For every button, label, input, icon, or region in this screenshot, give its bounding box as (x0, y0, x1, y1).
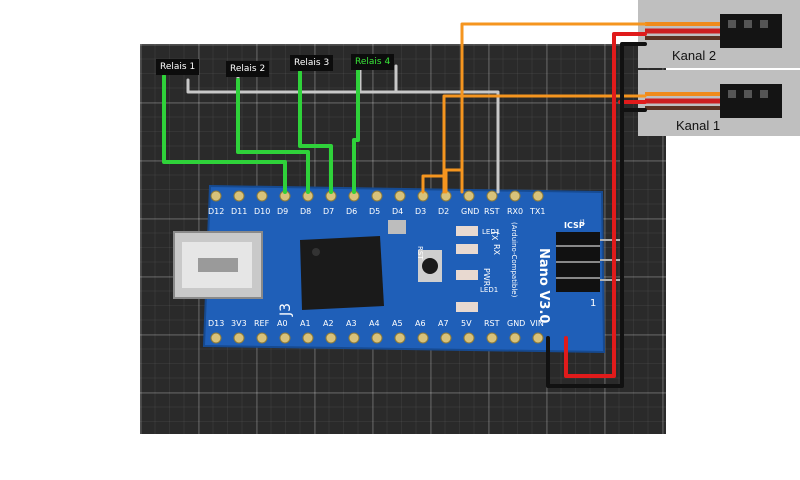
wire-relay-4-signal (352, 68, 360, 194)
pin-a7-bottom (440, 332, 452, 344)
relay-1-text: Relais 1 (160, 62, 196, 72)
pin-label-a1-bottom: A1 (300, 319, 311, 328)
channel-1-label: Kanal 1 (676, 118, 721, 133)
pin-d10 (256, 190, 268, 202)
pin-label-d4: D4 (392, 207, 403, 216)
pin-tx1 (532, 190, 544, 202)
bottom-pin-row: D13 3V3 REF A0 A1 A2 A3 A4 A5 A6 A7 5V RST GND VIN (208, 319, 544, 344)
pin-label-a2-bottom: A2 (323, 319, 334, 328)
pin-d11 (233, 190, 245, 202)
pin-label-d9: D9 (277, 207, 288, 216)
pin-label-d13-bottom: D13 (208, 319, 224, 328)
pin-gnd (463, 190, 475, 202)
relay-4-text: Relais 4 (355, 57, 391, 67)
status-leds (456, 226, 478, 312)
wire-channel-2-signal (460, 22, 647, 194)
j1-label: J1 (579, 219, 586, 226)
pin-label-gnd: GND (461, 207, 479, 216)
pin-d4 (394, 190, 406, 202)
pin-label-a7-bottom: A7 (438, 319, 449, 328)
pin-label-a3-bottom: A3 (346, 319, 357, 328)
relay-3-text: Relais 3 (294, 58, 330, 68)
relay-label-3: Relais 3 (290, 55, 334, 71)
wire-ground-return (546, 42, 647, 388)
pin-label-d12: D12 (208, 207, 224, 216)
pin-a4-bottom (371, 332, 383, 344)
pin-a0-bottom (279, 332, 291, 344)
pin-label-d11: D11 (231, 207, 247, 216)
led-label-pwr: PWR (482, 268, 491, 287)
pin-label-d10: D10 (254, 207, 270, 216)
icsp-label: ICSP (564, 221, 585, 230)
pin-label-tx1: TX1 (529, 207, 545, 216)
pin-label-ref-bottom: REF (254, 319, 270, 328)
pin-gnd-bottom (509, 332, 521, 344)
pin-label-a6-bottom: A6 (415, 319, 426, 328)
wire-relay-3-signal (298, 70, 333, 194)
pin-label-a5-bottom: A5 (392, 319, 403, 328)
wire-channel-1-signal (442, 94, 647, 194)
pin-a2-bottom (325, 332, 337, 344)
pin-label-d3: D3 (415, 207, 426, 216)
pin-a3-bottom (348, 332, 360, 344)
wire-relay-gnd-bus (186, 78, 500, 194)
mcu-chip (300, 236, 384, 310)
pin-label-rst: RST (484, 207, 500, 216)
pin-a6-bottom (417, 332, 429, 344)
channel-2-plug (645, 14, 782, 48)
pin-label-d2: D2 (438, 207, 449, 216)
arduino-nano-board: Nano V3.0 (Arduino-Compatible) J3 ICSP 1… (173, 184, 624, 354)
crystal (388, 220, 406, 234)
relay-label-4: Relais 4 (351, 54, 395, 70)
pin-label-d7: D7 (323, 207, 334, 216)
pin-a1-bottom (302, 332, 314, 344)
pin-rst (486, 190, 498, 202)
board-ref-label: J3 (278, 303, 294, 317)
pin-label-5v-bottom: 5V (461, 319, 472, 328)
icsp-pin1-label: 1 (590, 298, 596, 309)
pin-label-d5: D5 (369, 207, 380, 216)
pin-rst-bottom (486, 332, 498, 344)
pin-label-3v3-bottom: 3V3 (231, 319, 247, 328)
board-model-label: Nano V3.0 (536, 248, 551, 323)
relay-2-text: Relais 2 (230, 64, 266, 74)
top-pin-row: D12 D11 D10 D9 D8 D7 D6 D5 D4 D3 D2 GND RST RX0 TX1 (208, 190, 545, 216)
pin-5v-bottom (463, 332, 475, 344)
pin-label-d8: D8 (300, 207, 311, 216)
led-label-led1-bottom: LED1 (480, 286, 498, 294)
usb-connector (173, 231, 263, 299)
pin-label-rst-bottom: RST (484, 319, 500, 328)
wire-channel-1-pin-tap (421, 174, 446, 194)
rst-silk-label: RST (416, 246, 424, 260)
relay-label-2: Relais 2 (226, 61, 270, 77)
reset-button-body (418, 250, 442, 282)
pin-a5-bottom (394, 332, 406, 344)
wire-relay-1-signal (162, 74, 287, 194)
pin-label-gnd-bottom: GND (507, 319, 525, 328)
pin-label-vin-bottom: VIN (530, 319, 544, 328)
pin-label-a4-bottom: A4 (369, 319, 380, 328)
pin-label-rx0: RX0 (507, 207, 523, 216)
pin-rx0 (509, 190, 521, 202)
channel-2-label: Kanal 2 (672, 48, 717, 63)
relay-label-1: Relais 1 (156, 59, 200, 75)
pin-label-d6: D6 (346, 207, 357, 216)
wires (162, 22, 647, 388)
board-compat-label: (Arduino-Compatible) (510, 222, 518, 298)
pin-d13-bottom (210, 332, 222, 344)
wire-vin-power (564, 32, 647, 378)
pin-label-a0-bottom: A0 (277, 319, 288, 328)
channel-1-plug (645, 84, 782, 118)
wire-relay-2-signal (236, 78, 310, 194)
pin-d5 (371, 190, 383, 202)
led-label-led1: LED1 (482, 228, 500, 236)
pin-ref-bottom (256, 332, 268, 344)
pin-d12 (210, 190, 222, 202)
led-label-rx: RX (492, 244, 501, 256)
pin-3v3-bottom (233, 332, 245, 344)
wire-channel-2-pin-tap (444, 168, 464, 194)
led-label-tx: TX (490, 229, 499, 241)
pin-vin-bottom (532, 332, 544, 344)
